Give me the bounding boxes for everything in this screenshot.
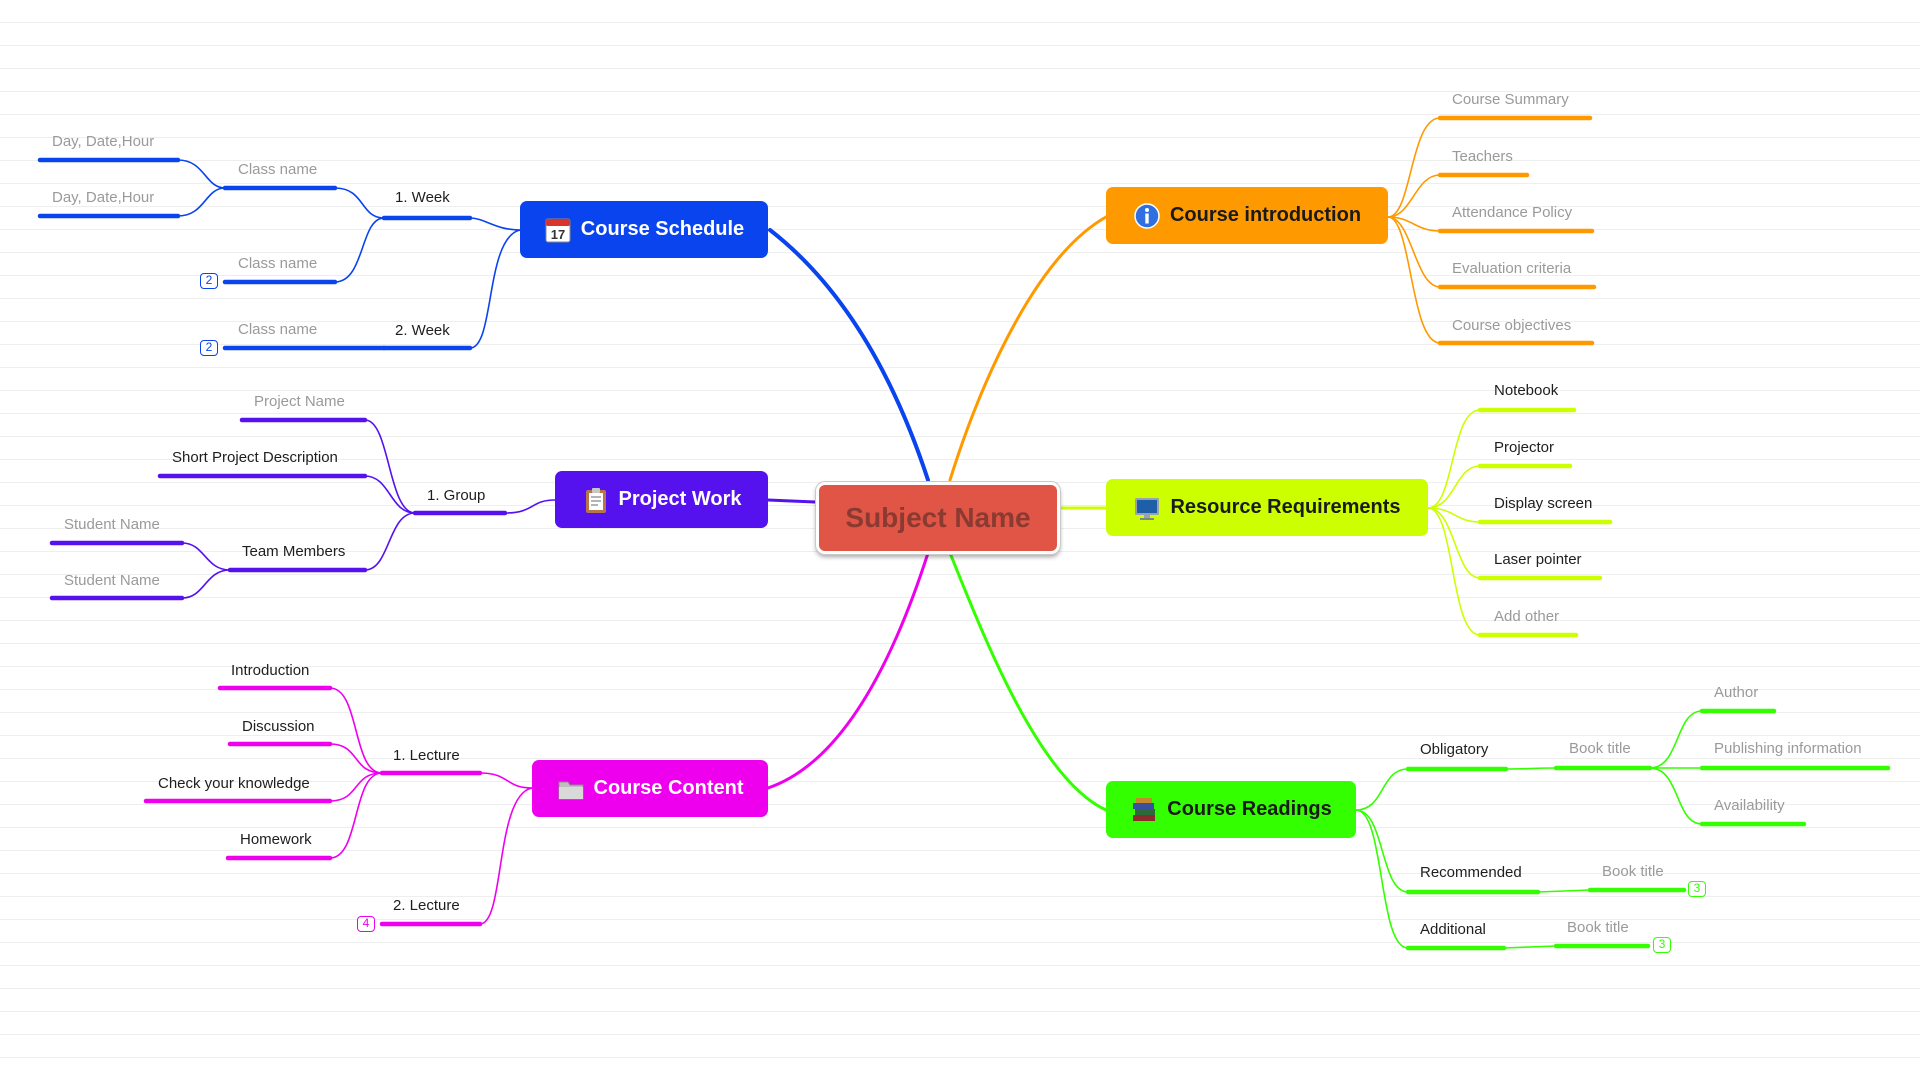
readings-additional-label[interactable]: Additional (1420, 921, 1486, 938)
topic-resource-requirements-label: Resource Requirements (1170, 496, 1401, 518)
class-name-label[interactable]: Class name (238, 321, 318, 338)
day-date-hour-label[interactable]: Day, Date,Hour (52, 133, 155, 150)
topic-course-schedule[interactable]: 17 Course Schedule (520, 201, 768, 258)
topic-course-content[interactable]: Course Content (532, 760, 768, 817)
student-name-label[interactable]: Student Name (64, 516, 160, 533)
book-title-label[interactable]: Book title (1567, 919, 1629, 936)
lecture-item-homework[interactable]: Homework (240, 831, 312, 848)
resource-item-projector[interactable]: Projector (1494, 439, 1555, 456)
branch-readings (948, 551, 1108, 812)
topic-project-work-label: Project Work (618, 488, 742, 510)
intro-item-course-objectives[interactable]: Course objectives (1452, 317, 1572, 334)
info-icon (1133, 202, 1161, 230)
lecture-1-label[interactable]: 1. Lecture (393, 747, 460, 764)
intro-item-course-summary[interactable]: Course Summary (1452, 91, 1569, 108)
branch-intro (948, 215, 1108, 482)
collapsed-count-badge[interactable]: 2 (200, 340, 218, 356)
monitor-icon (1133, 494, 1161, 522)
lecture-2-label[interactable]: 2. Lecture (393, 897, 460, 914)
folder-icon (557, 775, 585, 803)
topic-course-introduction[interactable]: Course introduction (1106, 187, 1388, 244)
resource-item-notebook[interactable]: Notebook (1494, 382, 1559, 399)
topic-resource-requirements[interactable]: Resource Requirements (1106, 479, 1428, 536)
topic-course-readings[interactable]: Course Readings (1106, 781, 1356, 838)
book-title-label[interactable]: Book title (1569, 740, 1631, 757)
topic-course-introduction-label: Course introduction (1169, 204, 1362, 226)
root-label: Subject Name (845, 502, 1031, 533)
intro-item-attendance-policy[interactable]: Attendance Policy (1452, 204, 1573, 221)
collapsed-count-badge[interactable]: 3 (1653, 937, 1671, 953)
clipboard-icon (582, 486, 610, 514)
calendar-icon: 17 (544, 216, 572, 244)
short-description-label[interactable]: Short Project Description (172, 449, 338, 466)
book-detail-availability[interactable]: Availability (1714, 797, 1785, 814)
topic-course-content-label: Course Content (593, 777, 744, 799)
readings-recommended-label[interactable]: Recommended (1420, 864, 1522, 881)
resource-item-display-screen[interactable]: Display screen (1494, 495, 1593, 512)
intro-item-evaluation-criteria[interactable]: Evaluation criteria (1452, 260, 1572, 277)
project-name-label[interactable]: Project Name (254, 393, 345, 410)
branch-project (766, 498, 817, 504)
week-2-label[interactable]: 2. Week (395, 322, 450, 339)
lecture-item-introduction[interactable]: Introduction (231, 662, 310, 679)
branch-content (766, 551, 930, 790)
class-name-label[interactable]: Class name (238, 161, 318, 178)
book-detail-publishing-information[interactable]: Publishing information (1714, 740, 1862, 757)
collapsed-count-badge[interactable]: 4 (357, 916, 375, 932)
intro-item-teachers[interactable]: Teachers (1452, 148, 1513, 165)
week-1-label[interactable]: 1. Week (395, 189, 450, 206)
books-icon (1130, 796, 1158, 824)
group-1-label[interactable]: 1. Group (427, 487, 486, 504)
class-name-label[interactable]: Class name (238, 255, 318, 272)
topic-course-readings-label: Course Readings (1167, 798, 1332, 820)
readings-obligatory-label[interactable]: Obligatory (1420, 741, 1489, 758)
branch-schedule (768, 228, 930, 482)
team-members-label[interactable]: Team Members (242, 543, 346, 560)
svg-text:17: 17 (551, 227, 565, 242)
lecture-item-check-knowledge[interactable]: Check your knowledge (158, 775, 310, 792)
root-node[interactable]: Subject Name (816, 482, 1060, 554)
lecture-item-discussion[interactable]: Discussion (242, 718, 315, 735)
resource-item-add-other[interactable]: Add other (1494, 608, 1560, 625)
book-detail-author[interactable]: Author (1714, 684, 1759, 701)
collapsed-count-badge[interactable]: 3 (1688, 881, 1706, 897)
student-name-label[interactable]: Student Name (64, 572, 160, 589)
topic-course-schedule-label: Course Schedule (580, 218, 745, 240)
collapsed-count-badge[interactable]: 2 (200, 273, 218, 289)
day-date-hour-label[interactable]: Day, Date,Hour (52, 189, 155, 206)
topic-project-work[interactable]: Project Work (555, 471, 768, 528)
resource-item-laser-pointer[interactable]: Laser pointer (1494, 551, 1582, 568)
book-title-label[interactable]: Book title (1602, 863, 1664, 880)
